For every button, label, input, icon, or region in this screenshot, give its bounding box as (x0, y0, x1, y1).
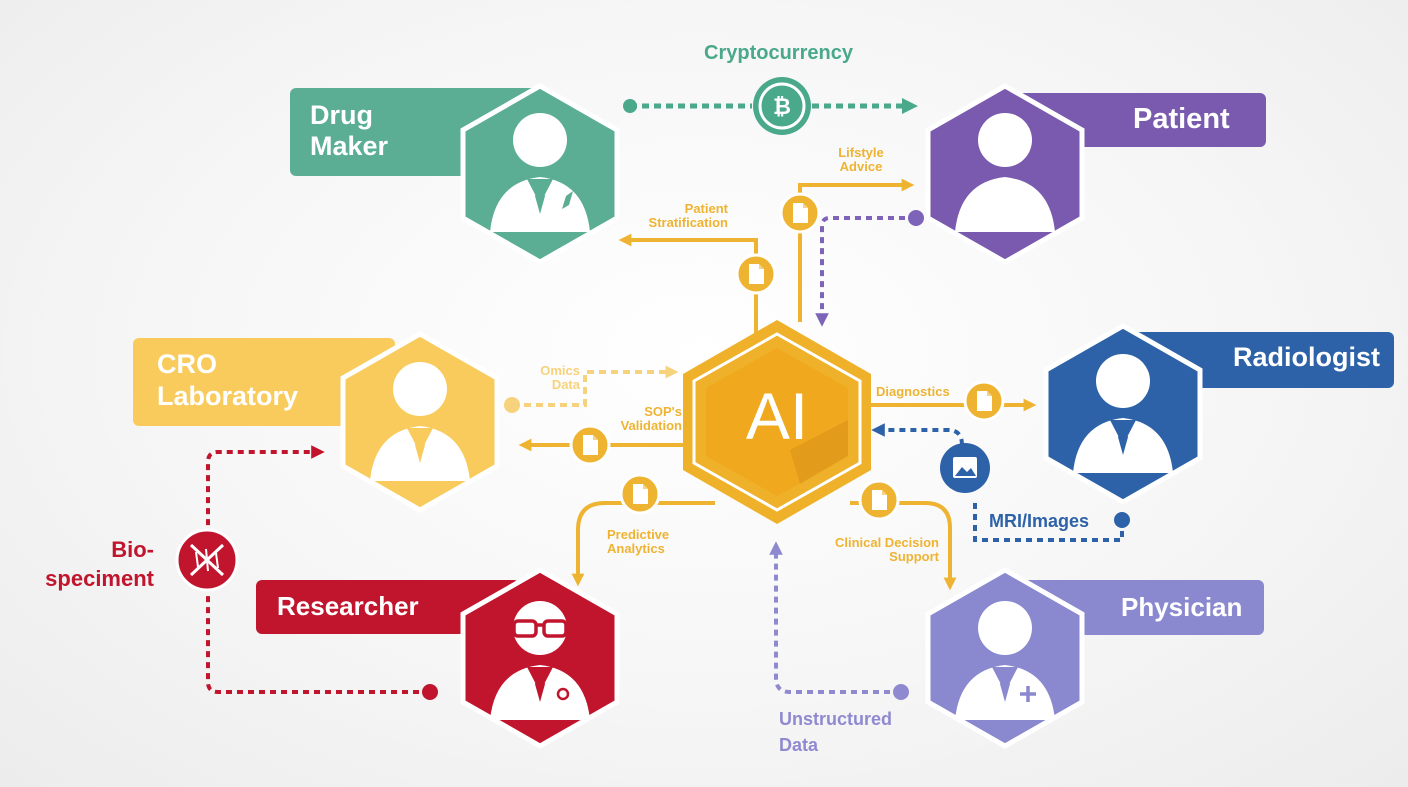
clinical-decision-support-label: Clinical Decision Support (834, 535, 939, 565)
researcher-hexagon (460, 567, 620, 749)
researcher-tab-bg (256, 580, 520, 634)
bitcoin-icon: ₿ (753, 77, 811, 135)
drug-maker-label: Drug Maker (310, 100, 389, 161)
stratification-doc-icon (735, 253, 777, 295)
cro-tab-bg (133, 338, 395, 426)
patient-stratification-arrow (618, 233, 758, 333)
mri-images-path (973, 500, 1124, 542)
sop-validation-label: SOP's Validation (620, 404, 682, 434)
unstructured-data-arrow (769, 541, 901, 694)
clinical-doc-icon (858, 479, 900, 521)
physician-hexagon (925, 567, 1085, 749)
predictive-doc-icon (619, 473, 661, 515)
dna-icon (175, 528, 239, 592)
lifestyle-doc-icon (779, 192, 821, 234)
patient-stratification-label: Patient Stratification (648, 201, 728, 231)
cro-laboratory-hexagon (340, 331, 500, 513)
lifestyle-advice-arrow (798, 178, 915, 322)
image-icon (940, 443, 990, 493)
omics-data-arrow (512, 365, 679, 407)
unstructured-data-label: Unstructured Data (779, 709, 893, 755)
radiologist-label: Radiologist (1233, 342, 1380, 372)
clinical-decision-support-arrow (850, 501, 957, 591)
predictive-analytics-label: Predictive Analytics (607, 527, 670, 557)
diagnostics-doc-icon (963, 380, 1005, 422)
omics-data-label: Omics Data (540, 363, 580, 393)
diagnostics-label: Diagnostics (876, 384, 950, 399)
radiologist-hexagon (1043, 323, 1203, 505)
ai-label: AI (745, 379, 809, 453)
researcher-label: Researcher (277, 591, 419, 621)
predictive-analytics-arrow (571, 501, 715, 587)
cro-laboratory-label: CRO Laboratory (157, 349, 299, 411)
patient-data-arrow (815, 216, 916, 327)
patient-label: Patient (1133, 103, 1230, 135)
physician-label: Physician (1121, 592, 1243, 622)
ai-hexagon (683, 320, 871, 524)
patient-hexagon (925, 83, 1085, 265)
cryptocurrency-label: Cryptocurrency (704, 42, 853, 64)
sop-doc-icon (569, 424, 611, 466)
lifestyle-advice-label: Lifstyle Advice (838, 145, 884, 175)
drug-maker-hexagon (460, 83, 620, 265)
svg-text:₿: ₿ (773, 94, 791, 119)
mri-images-arrow (871, 423, 964, 446)
mri-images-label: MRI/Images (989, 511, 1090, 531)
biospeciment-label: Bio- speciment (45, 537, 154, 591)
